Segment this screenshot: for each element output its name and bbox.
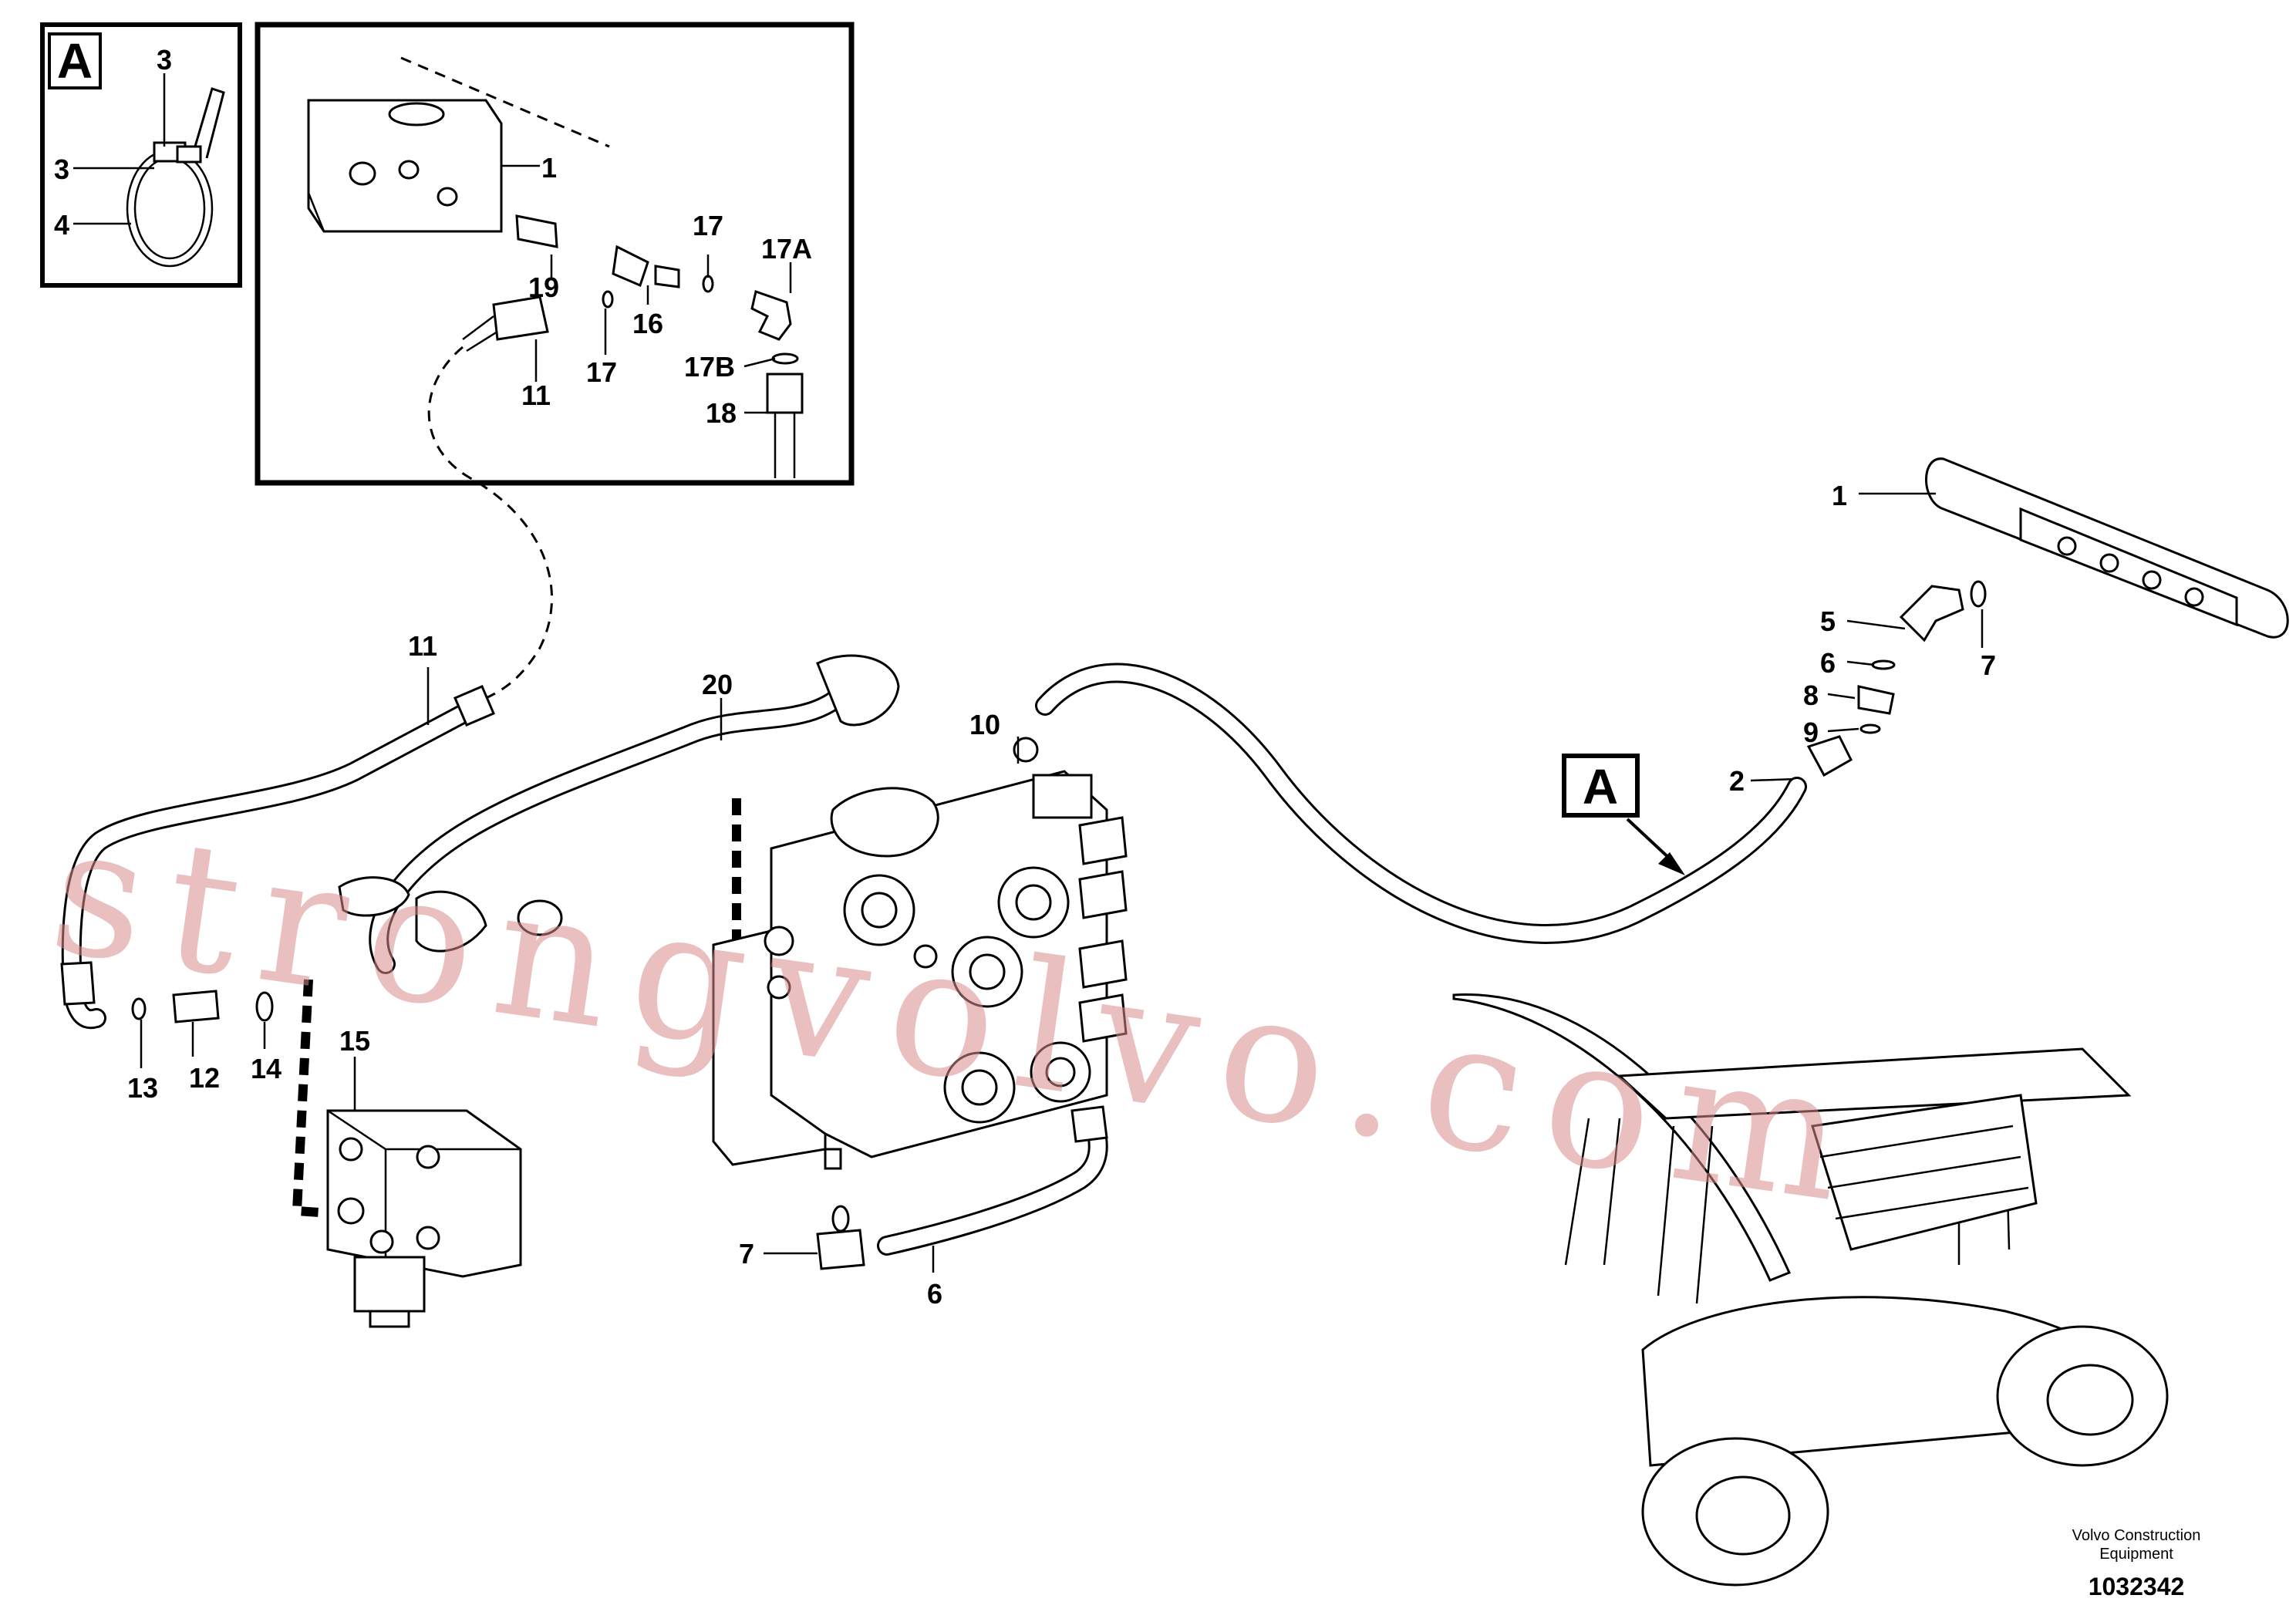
main-label: 13 (127, 1072, 158, 1104)
drawing-number: 1032342 (2089, 1573, 2185, 1600)
control-valve: 10 (712, 709, 1128, 1170)
detail-box-letter: A (57, 33, 93, 89)
footer-company-line1: Volvo Construction (2072, 1527, 2201, 1544)
main-label: 7 (1981, 649, 1996, 681)
callout-a: A (1562, 754, 1685, 875)
distribution-block: 1 (1832, 457, 2289, 639)
inset-label: 1 (541, 152, 557, 184)
footer-company-line2: Equipment (2099, 1546, 2173, 1563)
main-label: 7 (739, 1238, 754, 1270)
main-label: 11 (408, 630, 437, 662)
inset-label: 17B (684, 351, 735, 383)
detail-label: 4 (54, 209, 69, 241)
main-label: 20 (702, 669, 733, 700)
main-label: 15 (339, 1025, 370, 1057)
left-piping: 11 13 12 14 (60, 630, 495, 1104)
inset-label: 17 (586, 356, 617, 388)
main-label: 10 (969, 709, 1000, 740)
valve-block-15: 15 (326, 1025, 522, 1328)
inset-label: 16 (632, 308, 663, 339)
main-label: 9 (1803, 717, 1819, 748)
lower-fittings: 7 6 (739, 1105, 1108, 1310)
inset-label: 19 (528, 271, 559, 303)
main-label: 8 (1803, 679, 1819, 711)
pipe-20: 20 (338, 654, 900, 974)
main-label: 6 (1820, 647, 1836, 679)
wheel-loader-overview (1452, 993, 2169, 1587)
detail-box-a: A 3 3 4 (40, 22, 242, 288)
main-label: 14 (251, 1053, 282, 1084)
inset-box: 1 19 16 17 17A 17 17B 11 18 (255, 22, 855, 486)
right-fittings: 5 6 7 8 9 2 (1729, 580, 1996, 797)
main-label: 6 (927, 1278, 942, 1310)
detail-label: 3 (54, 153, 69, 185)
inset-label: 11 (521, 379, 551, 411)
main-label: 1 (1832, 480, 1847, 511)
detail-label: 3 (157, 44, 172, 76)
callout-letter: A (1583, 759, 1618, 814)
main-label: 12 (189, 1062, 220, 1094)
inset-label: 18 (706, 397, 737, 429)
main-label: 2 (1729, 765, 1745, 797)
inset-label: 17 (693, 210, 723, 241)
inset-label: 17A (761, 233, 812, 265)
main-label: 5 (1820, 605, 1836, 637)
